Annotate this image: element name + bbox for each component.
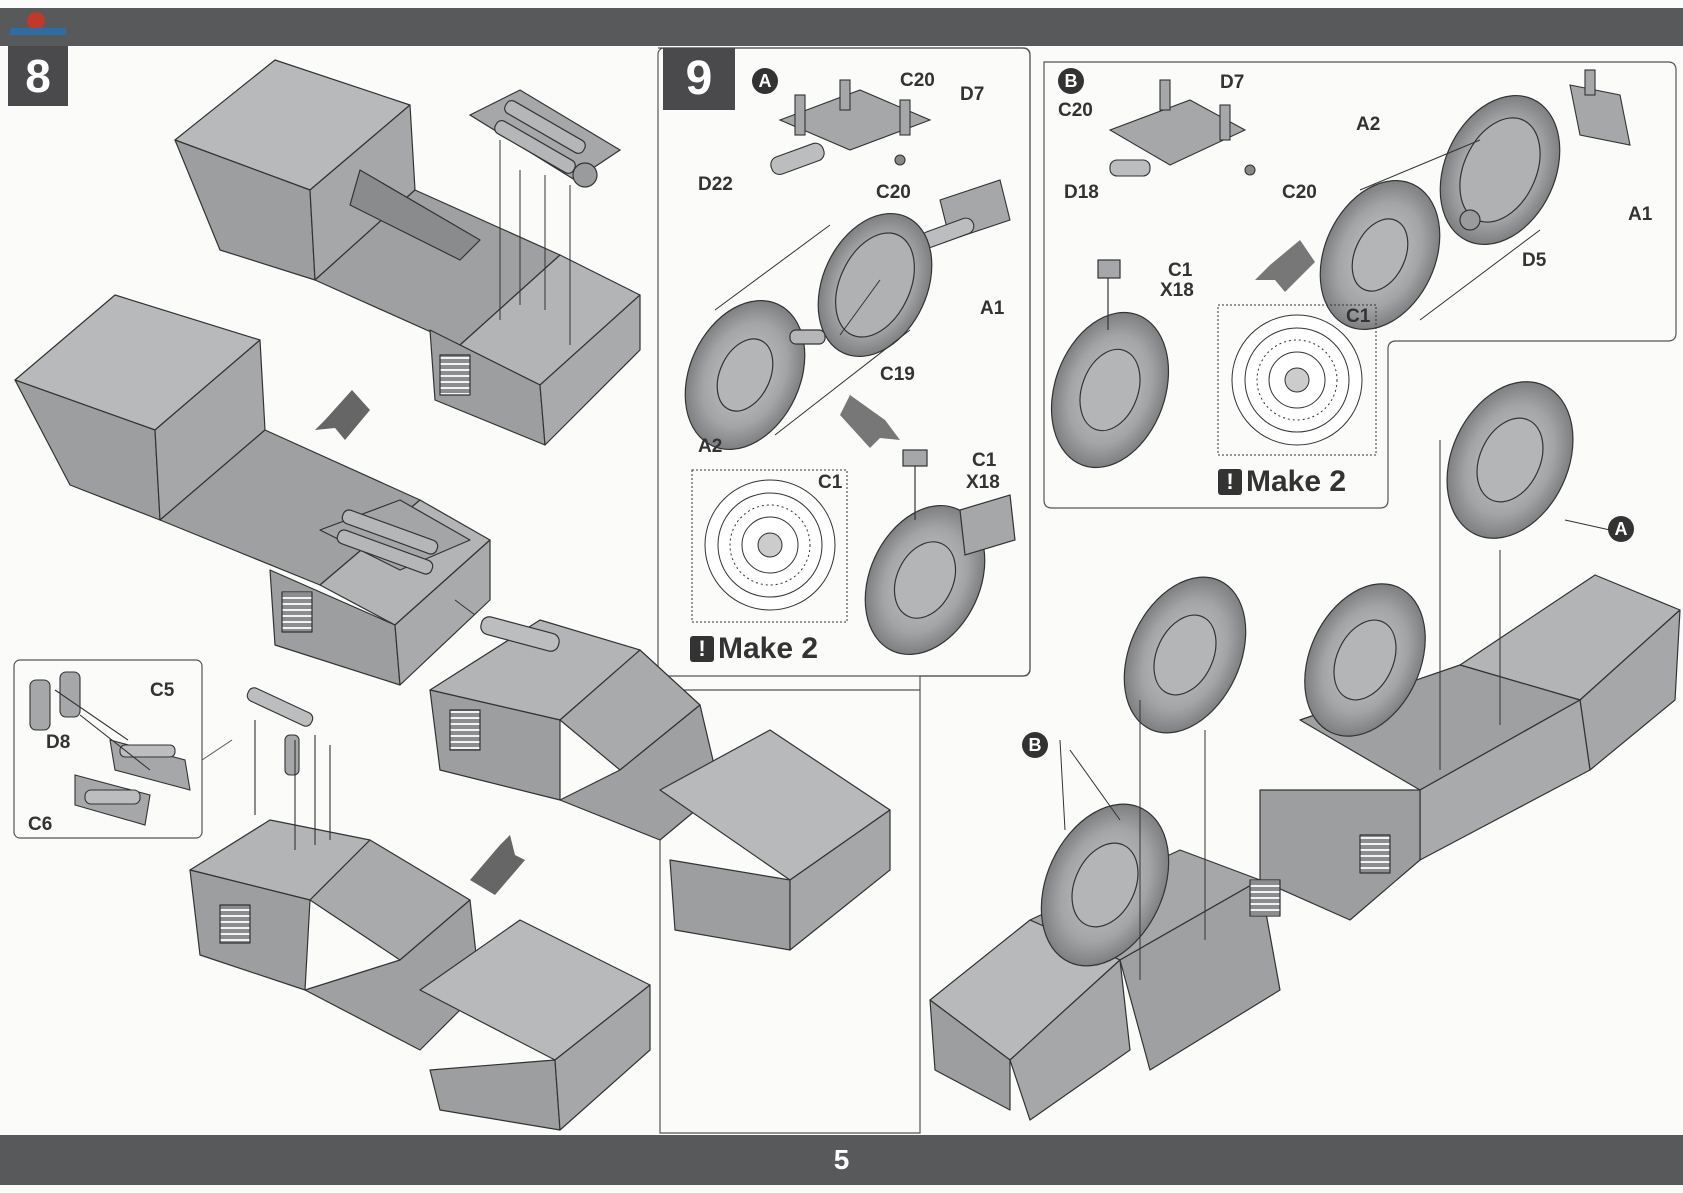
- step8-inset-panel: [13, 659, 203, 839]
- step9-a-arrow: [840, 395, 900, 448]
- step9-a-panel: [657, 47, 1031, 677]
- label-d22: D22: [698, 174, 733, 195]
- step9-b-panel: [1043, 61, 1677, 509]
- make-2-b-text: Make 2: [1246, 465, 1347, 498]
- page-number: 5: [833, 1144, 850, 1175]
- label-c1-b: C1: [1168, 260, 1193, 281]
- step8-suspension-bottom: [246, 687, 331, 850]
- label-c20-b2: C20: [1282, 182, 1317, 203]
- step9-a-assembled-wheel: [864, 449, 1016, 656]
- label-c20-a: C20: [900, 70, 935, 91]
- step9-b-marker: B: [1058, 68, 1084, 94]
- label-a2-b: A2: [1356, 114, 1381, 135]
- watermark-logo: [8, 8, 68, 36]
- label-c6: C6: [28, 814, 53, 835]
- step9-main-marker-b: B: [1022, 732, 1048, 758]
- label-x18-b: X18: [1160, 280, 1194, 301]
- label-c20-b1: C20: [1058, 100, 1093, 121]
- step9-b-assembled-wheel: [1050, 259, 1170, 469]
- step8-guide-lines-top: [499, 140, 571, 345]
- label-d18: D18: [1064, 182, 1099, 203]
- step9-b-arrow: [1255, 240, 1315, 292]
- exclamation-icon: !: [690, 636, 714, 662]
- label-c20-b: C20: [876, 182, 911, 203]
- label-d8: D8: [46, 732, 71, 753]
- label-a1-a: A1: [980, 298, 1005, 319]
- step9-main-guide-lines: [1059, 440, 1611, 980]
- label-c19: C19: [880, 364, 915, 385]
- make-2-a-text: Make 2: [718, 632, 819, 665]
- label-x18-a: X18: [966, 472, 1000, 493]
- step9-main-wheels: [1040, 381, 1574, 967]
- step9-b-wheels: [1319, 94, 1561, 331]
- step-8-number: 8: [8, 46, 68, 106]
- label-a2-a: A2: [698, 436, 723, 457]
- step9-main-marker-a: A: [1608, 516, 1634, 542]
- label-c1-detail-a: C1: [818, 472, 843, 493]
- label-d7-b: D7: [1220, 72, 1245, 93]
- step8-chassis-middle: [14, 294, 491, 686]
- label-c5: C5: [150, 680, 175, 701]
- step9-a-parts: [770, 79, 1011, 249]
- step8-chassis-top: [174, 59, 641, 446]
- step9-a-wheels: [684, 212, 933, 451]
- exclamation-icon: !: [1218, 469, 1242, 495]
- label-a1-b: A1: [1628, 204, 1653, 225]
- step8-arrow-2: [470, 835, 525, 895]
- step8-suspension-top: [468, 89, 622, 188]
- label-d7-a: D7: [960, 84, 985, 105]
- step9-a-guide-lines: [714, 224, 911, 436]
- step8-arrow-1: [315, 390, 370, 440]
- step8-chassis-bottom: [189, 819, 651, 1131]
- step8-chassis-right: [429, 616, 891, 951]
- step9-main-vehicle: [929, 574, 1681, 1121]
- step9-a-marker: A: [752, 68, 778, 94]
- step9-b-detail-wheel: [1217, 304, 1377, 456]
- bottom-bar: [0, 1135, 1683, 1185]
- step8-inset-parts: [29, 671, 191, 826]
- step9-a-detail-wheel: [691, 469, 848, 623]
- step9-b-guide-lines: [1359, 139, 1541, 321]
- label-c1-a: C1: [972, 450, 997, 471]
- make-2-b: !Make 2: [1218, 465, 1346, 499]
- step9-b-parts: [1108, 69, 1631, 177]
- make-2-a: !Make 2: [690, 632, 818, 666]
- step-9-number: 9: [663, 48, 735, 110]
- label-d5: D5: [1522, 250, 1547, 271]
- label-c1-detail-b: C1: [1346, 306, 1371, 327]
- top-bar: [0, 8, 1683, 46]
